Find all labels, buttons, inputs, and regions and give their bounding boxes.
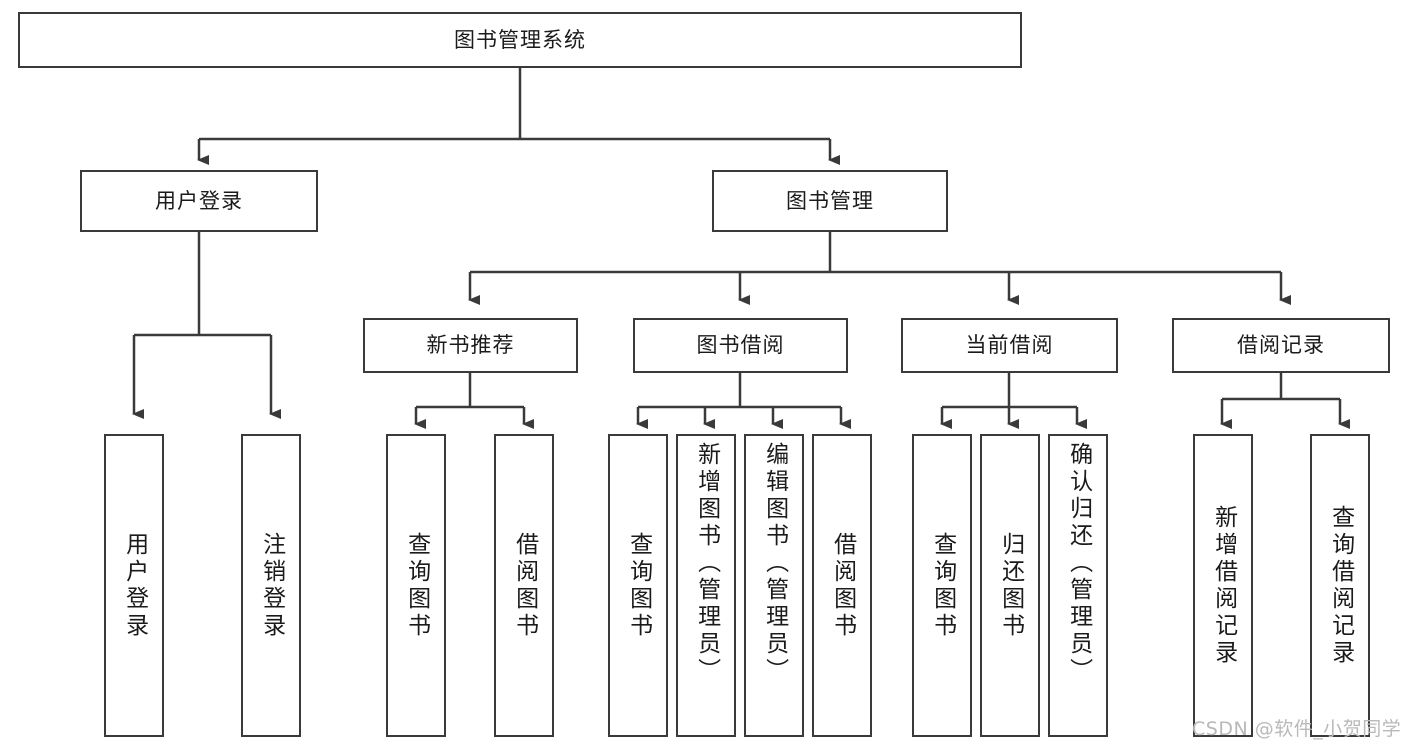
node-label: 注销登录 <box>258 531 285 640</box>
leaf-user-login-login[interactable]: 用户登录 <box>104 434 164 737</box>
node-label: 查询图书 <box>929 531 956 640</box>
leaf-borrow-record-add[interactable]: 新增借阅记录 <box>1193 434 1253 737</box>
node-new-book-recommend[interactable]: 新书推荐 <box>363 318 578 373</box>
leaf-book-borrow-add[interactable]: 新增图书（管理员） <box>676 434 736 737</box>
leaf-current-borrow-confirm-return[interactable]: 确认归还（管理员） <box>1048 434 1108 737</box>
leaf-current-borrow-query[interactable]: 查询图书 <box>912 434 972 737</box>
node-label: 当前借阅 <box>965 333 1054 358</box>
node-label: 借阅记录 <box>1237 333 1325 358</box>
node-label: 借阅图书 <box>511 531 538 640</box>
node-label: 查询借阅记录 <box>1327 504 1354 667</box>
leaf-new-book-borrow[interactable]: 借阅图书 <box>494 434 554 737</box>
node-label: 查询图书 <box>625 531 652 640</box>
node-label: 图书借阅 <box>696 333 785 358</box>
node-label: 归还图书 <box>997 531 1024 640</box>
node-label: 查询图书 <box>403 531 430 640</box>
node-label: 新书推荐 <box>426 333 515 358</box>
node-label: 确认归还（管理员） <box>1065 442 1092 685</box>
leaf-new-book-query[interactable]: 查询图书 <box>386 434 446 737</box>
node-current-borrow[interactable]: 当前借阅 <box>901 318 1118 373</box>
leaf-book-borrow-borrow[interactable]: 借阅图书 <box>812 434 872 737</box>
leaf-current-borrow-return[interactable]: 归还图书 <box>980 434 1040 737</box>
leaf-borrow-record-query[interactable]: 查询借阅记录 <box>1310 434 1370 737</box>
node-user-login[interactable]: 用户登录 <box>80 170 318 232</box>
node-label: 用户登录 <box>121 531 148 640</box>
node-label: 用户登录 <box>155 188 243 213</box>
leaf-book-borrow-query[interactable]: 查询图书 <box>608 434 668 737</box>
node-label: 新增图书（管理员） <box>693 442 720 685</box>
leaf-book-borrow-edit[interactable]: 编辑图书（管理员） <box>744 434 804 737</box>
node-label: 编辑图书（管理员） <box>761 442 788 685</box>
node-borrow-record[interactable]: 借阅记录 <box>1172 318 1390 373</box>
node-label: 图书管理 <box>786 188 874 213</box>
csdn-watermark: CSDN @软件_小贺同学 <box>1192 718 1402 740</box>
node-label: 借阅图书 <box>829 531 856 640</box>
node-label: 图书管理系统 <box>454 27 586 52</box>
node-book-management[interactable]: 图书管理 <box>712 170 948 232</box>
node-root-system[interactable]: 图书管理系统 <box>18 12 1022 68</box>
node-label: 新增借阅记录 <box>1210 504 1237 667</box>
node-book-borrow[interactable]: 图书借阅 <box>633 318 848 373</box>
leaf-user-login-logout[interactable]: 注销登录 <box>241 434 301 737</box>
